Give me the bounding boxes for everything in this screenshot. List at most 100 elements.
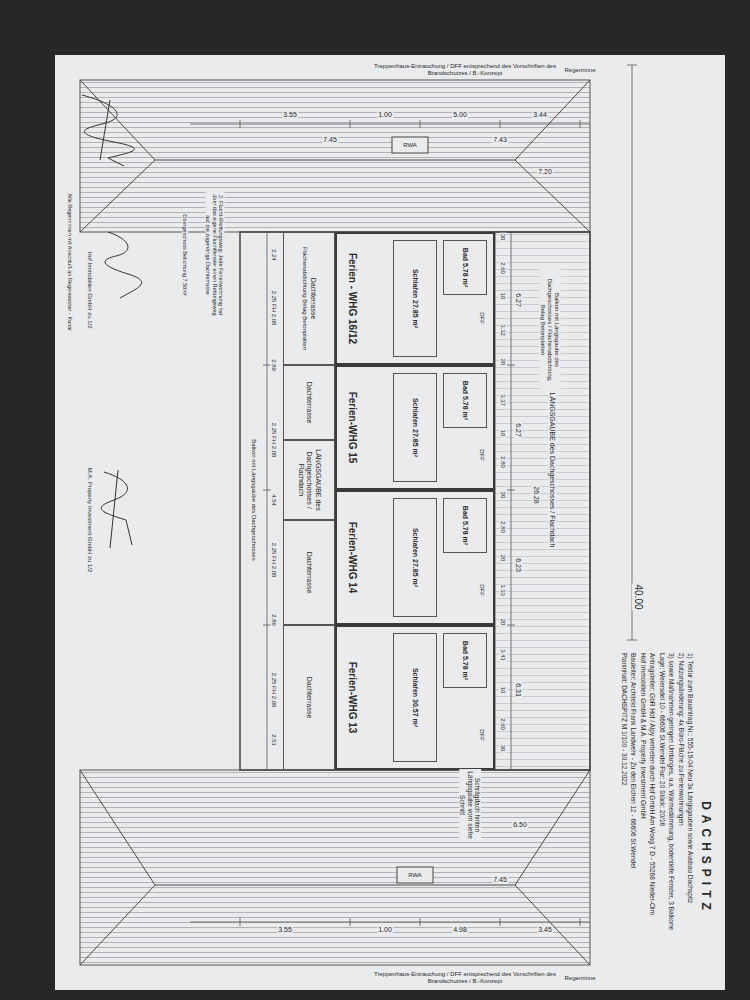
unit-name: Ferien-WHG 13 <box>347 627 358 768</box>
title-block-line: Hof Immobilien GmbH & M.A. Property Inve… <box>639 652 647 970</box>
dimension-label: 1.00 <box>377 111 393 119</box>
room: Bad 5.78 m² <box>443 498 487 553</box>
title-block-line: 2) Nutzungsänderung: 4x Büro-Fläche zu F… <box>677 652 685 970</box>
dimension-label: 10 <box>500 686 507 695</box>
dimension-label: 1.00 <box>377 926 393 934</box>
plan-note: Balkon mit Längsgaube des Dachgeschosses… <box>540 269 561 391</box>
dimension-label: 4.54 <box>271 493 278 507</box>
title-block: 1) Tektur zum Bauantrag Nr.: 555-19-04 N… <box>619 652 694 970</box>
plan-note: Regenrinne <box>563 975 596 982</box>
room-name: Schlafen 27.85 m² <box>411 269 419 328</box>
apartment-unit: Ferien-WHG 14Bad 5.78 m²Schlafen 27.85 m… <box>335 490 495 625</box>
dimension-label: 3.33 <box>500 583 507 597</box>
text-holder: Dachterrasse <box>305 677 313 719</box>
roof-hatch <box>80 770 590 965</box>
dimension-label: 20 <box>500 491 507 500</box>
room-name: Bad 5.78 m² <box>461 248 469 287</box>
plan-note: Treppenhaus-Entrauchung / DFF entspreche… <box>369 971 561 985</box>
plan-note: 2.25 FH 2.08 <box>271 672 278 709</box>
room-name: Schlafen 27.85 m² <box>411 528 419 587</box>
title-block-line: 3) sowie Maßnahmen geringen Umfanges, u.… <box>667 652 675 970</box>
plan-note: RWA <box>407 872 423 879</box>
roof-hatch <box>80 80 590 232</box>
text-holder: Dachterrasse <box>305 382 313 424</box>
room-name: Bad 5.78 m² <box>461 381 469 420</box>
dimension-label: 6.31 <box>514 682 522 698</box>
plan-note: Schrägdach hinten Längsgaube vorn siehe … <box>459 769 481 841</box>
plan-note: 2.25 FH 2.08 <box>271 542 278 579</box>
room-name: Bad 5.78 m² <box>461 641 469 680</box>
text-holder: Bad 5.78 m² <box>461 381 469 420</box>
plan-note: RWA <box>402 142 418 149</box>
plan-note: Alle Regenrinnen mit Anschluß an Regenwa… <box>67 193 73 332</box>
text-holder: Schlafen 30.57 m² <box>411 668 419 727</box>
apartment-unit: Ferien-WHG 15 Bad 5.78 m² Schlafen 27.85 m… <box>335 365 495 490</box>
text-holder: DachterrasseFlächenabdichtung Belag Beto… <box>301 247 317 350</box>
plan-note: DFF <box>479 583 486 597</box>
plan-note: Balkon mit Längsgaube des Dachgeschosses <box>251 438 258 561</box>
text-holder: Ferien - WHG 16/12 <box>347 234 358 363</box>
room-name: Schlafen 27.85 m² <box>411 398 419 457</box>
hip-lines <box>80 80 590 965</box>
dimension-label: 3.41 <box>500 648 507 662</box>
roof-terrace: Dachterrasse <box>283 625 335 770</box>
dimension-label: 40.00 <box>632 583 644 610</box>
dimension-label: 2.86 <box>271 613 278 627</box>
title-block-line: Lage: Weiersdel 10 - 66606 St.Wendel Flu… <box>658 652 666 970</box>
dimension-label: 3.55 <box>282 111 298 119</box>
plan-note: Treppenhaus-Entrauchung / DFF entspreche… <box>369 63 561 77</box>
dimension-label: 3.32 <box>500 323 507 337</box>
dimension-label: 3.44 <box>532 111 548 119</box>
title-block-line: Planinhalt: DACHSPITZ M 1/100 - 30.12.20… <box>620 652 628 970</box>
room: Schlafen 27.85 m² <box>393 373 437 482</box>
dimension-label: 7.45 <box>492 876 508 884</box>
plan-note: DFF <box>479 311 486 325</box>
room: Schlafen 27.85 m² <box>393 498 437 617</box>
room-name: LÄNGSGAUBE des Dachgeschosses / Flachdac… <box>296 444 321 516</box>
text-holder: Ferien-WHG 15 <box>347 367 358 488</box>
room-name: Dachterrasse <box>305 677 313 719</box>
dimension-label: 6.50 <box>512 821 528 829</box>
dimension-label: 6.27 <box>514 422 522 438</box>
title-block-line: 1) Tektur zum Bauantrag Nr.: 555-19-04 N… <box>686 652 694 970</box>
dimension-label: 10 <box>500 429 507 438</box>
title-block-line: Bauleiter: Architekt Frank Landwehr - Zu… <box>630 652 638 970</box>
dimension-label: 30 <box>500 233 507 242</box>
dimension-label: 3.55 <box>277 926 293 934</box>
dimension-label: 7.20 <box>537 168 553 176</box>
text-holder: Dachterrasse <box>305 552 313 594</box>
text-holder: Bad 5.78 m² <box>461 641 469 680</box>
dimension-label: 7.45 <box>322 136 338 144</box>
plan-note: 2.25 FH 2.08 <box>271 422 278 459</box>
roof-terrace: DachterrasseFlächenabdichtung Belag Beto… <box>283 232 335 365</box>
text-holder: Ferien-WHG 13 <box>347 627 358 768</box>
building-outline <box>240 232 590 770</box>
room: Bad 5.78 m² <box>443 633 487 688</box>
room: Bad 5.78 m² <box>443 373 487 428</box>
text-holder: LÄNGSGAUBE des Dachgeschosses / Flachdac… <box>296 444 321 516</box>
plan-note: M.A. Property Investment GmbH zu 1/2 <box>87 467 94 574</box>
room-name: Dachterrasse <box>308 247 316 350</box>
roof-terrace: Dachterrasse <box>283 520 335 625</box>
text-holder: Schlafen 27.85 m² <box>411 398 419 457</box>
text-holder: Schlafen 27.85 m² <box>411 269 419 328</box>
dimension-label: 20 <box>500 618 507 627</box>
dimension-label: 2.89 <box>271 358 278 372</box>
dormer-strip <box>495 232 590 770</box>
paper-sheet <box>55 55 725 990</box>
dimension-label: 20 <box>500 554 507 563</box>
plan-note: Obergeschoss Belichtung 7.50m² <box>182 213 188 296</box>
plan-note: Regenrinne <box>563 67 596 74</box>
plan-note: 2. Flucht-/Rettungsweg: Jede Ferienwohnu… <box>206 189 225 321</box>
room-name: Bad 5.78 m² <box>461 506 469 545</box>
dimension-label: 2.51 <box>271 733 278 747</box>
title-block-line: Antragsteller: GbR Hof / Alpy vertreten … <box>648 652 656 970</box>
plan-note: DFF <box>479 728 486 742</box>
text-holder: Schlafen 27.85 m² <box>411 528 419 587</box>
room: Schlafen 27.85 m² <box>393 240 437 357</box>
dimension-label: 2.60 <box>500 717 507 731</box>
dimension-label: 26.28 <box>532 485 540 505</box>
room: Bad 5.78 m² <box>443 240 487 295</box>
dimension-label: 10 <box>500 292 507 301</box>
